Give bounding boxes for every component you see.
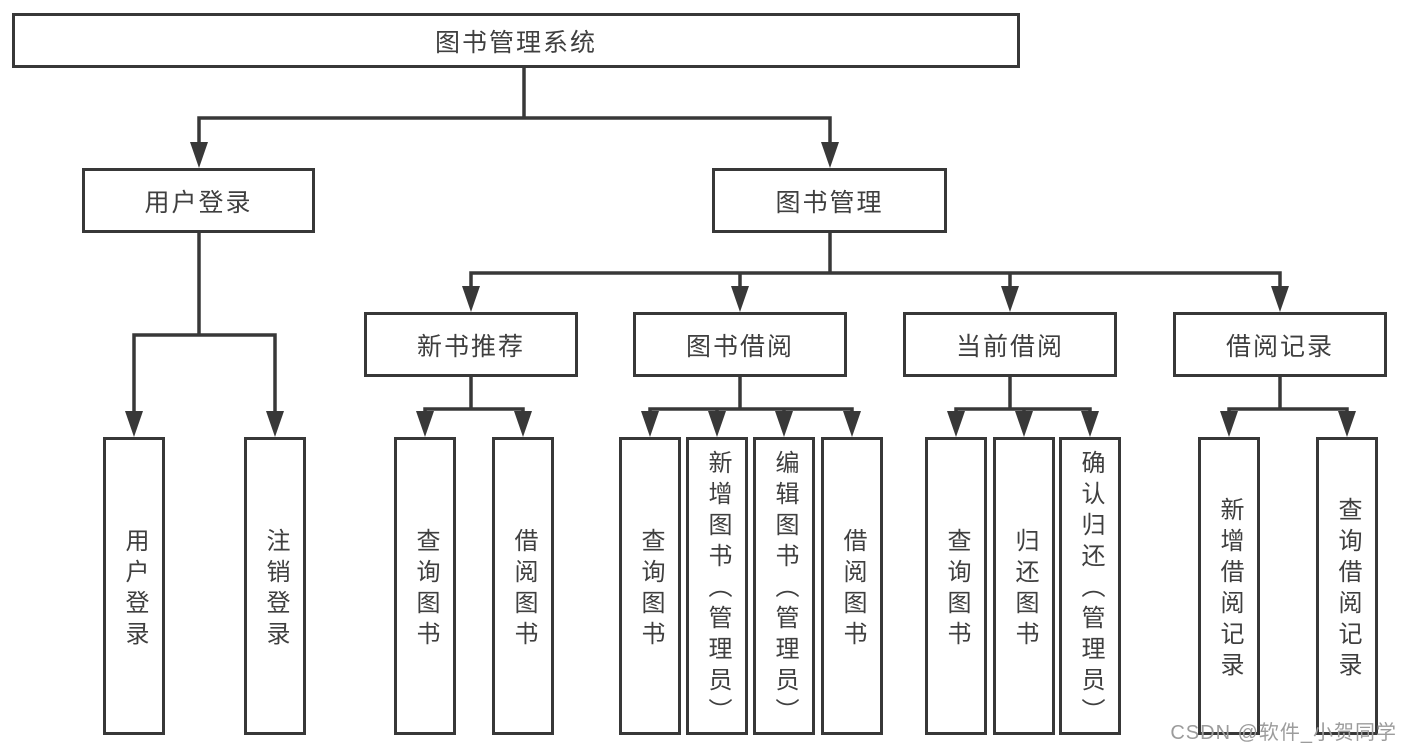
- node-user-login: 用户登录: [82, 168, 315, 233]
- node-user-login-leaf: 用户登录: [103, 437, 165, 735]
- node-label: 确认归还（管理员）: [1077, 450, 1104, 729]
- arrow-down-icon: [641, 411, 659, 437]
- node-label: 新增借阅记录: [1216, 496, 1243, 683]
- arrow-down-icon: [708, 411, 726, 437]
- node-label: 编辑图书（管理员）: [771, 450, 798, 729]
- arrow-down-icon: [843, 411, 861, 437]
- connector-new-book-children: [416, 375, 532, 437]
- node-label: 新书推荐: [416, 332, 525, 361]
- node-label: 借阅记录: [1225, 332, 1334, 361]
- connector-borrow-record-children: [1220, 375, 1356, 437]
- arrow-down-icon: [1338, 411, 1356, 437]
- node-label: 借阅图书: [510, 527, 537, 652]
- node-label: 查询借阅记录: [1334, 496, 1361, 683]
- node-label: 图书管理: [775, 188, 884, 217]
- node-label: 新增图书（管理员）: [704, 450, 731, 729]
- arrow-down-icon: [462, 286, 480, 312]
- node-book-borrowing: 图书借阅: [633, 312, 847, 377]
- arrow-down-icon: [1271, 286, 1289, 312]
- arrow-down-icon: [1220, 411, 1238, 437]
- node-borrow-books-1: 借阅图书: [492, 437, 554, 735]
- connector-user-login-children: [125, 231, 284, 437]
- node-add-borrow-record: 新增借阅记录: [1198, 437, 1260, 735]
- node-query-books-1: 查询图书: [394, 437, 456, 735]
- node-label: 图书管理系统: [434, 28, 597, 57]
- arrow-down-icon: [731, 286, 749, 312]
- csdn-watermark: CSDN @软件_小贺同学: [1170, 722, 1397, 744]
- arrow-down-icon: [775, 411, 793, 437]
- node-label: 查询图书: [637, 527, 664, 652]
- node-edit-books-admin: 编辑图书（管理员）: [753, 437, 815, 735]
- node-label: 借阅图书: [839, 527, 866, 652]
- connector-book-mgmt-children: [462, 231, 1289, 312]
- node-label: 查询图书: [943, 527, 970, 652]
- arrow-down-icon: [821, 142, 839, 168]
- node-new-book-recommendation: 新书推荐: [364, 312, 578, 377]
- connector-book-borrow-children: [641, 375, 861, 437]
- arrow-down-icon: [416, 411, 434, 437]
- node-query-borrow-record: 查询借阅记录: [1316, 437, 1378, 735]
- node-book-management: 图书管理: [712, 168, 947, 233]
- arrow-down-icon: [190, 142, 208, 168]
- node-borrow-books-2: 借阅图书: [821, 437, 883, 735]
- arrow-down-icon: [1081, 411, 1099, 437]
- node-label: 归还图书: [1011, 527, 1038, 652]
- node-label: 当前借阅: [955, 332, 1064, 361]
- node-label: 用户登录: [121, 527, 148, 652]
- arrow-down-icon: [1015, 411, 1033, 437]
- connector-current-borrow-children: [947, 375, 1099, 437]
- node-label: 图书借阅: [685, 332, 794, 361]
- arrow-down-icon: [125, 411, 143, 437]
- node-return-books: 归还图书: [993, 437, 1055, 735]
- node-label: 查询图书: [412, 527, 439, 652]
- node-label: 注销登录: [262, 527, 289, 652]
- node-logout: 注销登录: [244, 437, 306, 735]
- arrow-down-icon: [947, 411, 965, 437]
- node-current-borrowing: 当前借阅: [903, 312, 1117, 377]
- connector-root-to-level2: [190, 66, 839, 168]
- node-label: 用户登录: [144, 188, 253, 217]
- node-confirm-return-admin: 确认归还（管理员）: [1059, 437, 1121, 735]
- arrow-down-icon: [1001, 286, 1019, 312]
- node-library-management-system: 图书管理系统: [12, 13, 1020, 68]
- node-add-books-admin: 新增图书（管理员）: [686, 437, 748, 735]
- node-query-books-3: 查询图书: [925, 437, 987, 735]
- node-borrowing-records: 借阅记录: [1173, 312, 1387, 377]
- arrow-down-icon: [514, 411, 532, 437]
- arrow-down-icon: [266, 411, 284, 437]
- node-query-books-2: 查询图书: [619, 437, 681, 735]
